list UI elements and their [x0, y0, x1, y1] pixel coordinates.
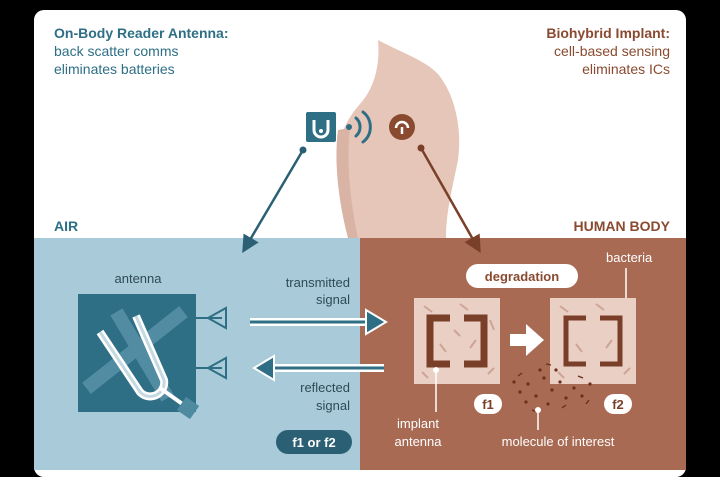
air-label: AIR — [54, 218, 78, 234]
molecule-pointer-dot — [535, 407, 541, 413]
transmitted-signal-arrow — [250, 308, 388, 336]
implant-line-1: cell-based sensing — [554, 43, 670, 59]
reader-line-1: back scatter comms — [54, 43, 178, 59]
reader-title: On-Body Reader Antenna: — [54, 25, 229, 41]
implant-title: Biohybrid Implant: — [546, 25, 670, 41]
molecule-particles — [512, 368, 592, 406]
degradation-arrow — [510, 324, 544, 356]
reader-line-2: eliminates batteries — [54, 61, 175, 77]
reader-antenna-graphic — [78, 294, 227, 420]
f2-label: f2 — [612, 397, 624, 412]
reader-antenna-icon — [306, 112, 336, 142]
degradation-label: degradation — [485, 269, 559, 284]
arm-silhouette — [336, 128, 358, 238]
implant-label-1: implant — [397, 416, 439, 431]
reader-pointer-arrow — [242, 149, 305, 254]
molecule-label: molecule of interest — [502, 434, 615, 449]
f1-badge — [474, 394, 502, 414]
molecule-fragments — [517, 363, 590, 413]
f2-badge — [604, 394, 632, 414]
bacteria-label: bacteria — [606, 250, 653, 265]
reflected-signal-arrow — [252, 354, 384, 382]
implant-pointer-arrow — [419, 147, 481, 254]
wireless-signal-icon — [346, 110, 372, 144]
f1-label: f1 — [482, 397, 494, 412]
frequency-badge — [276, 430, 352, 454]
reflected-label-1: reflected — [300, 380, 350, 395]
implant-antenna-f1 — [414, 298, 500, 384]
frequency-badge-label: f1 or f2 — [292, 435, 335, 450]
human-body-label: HUMAN BODY — [574, 218, 671, 234]
implant-line-2: eliminates ICs — [582, 61, 670, 77]
reflected-label-2: signal — [316, 398, 350, 413]
implant-label-2: antenna — [395, 434, 443, 449]
implant-antenna-f2 — [550, 298, 636, 384]
transmitted-label-2: signal — [316, 292, 350, 307]
degradation-badge — [466, 264, 578, 288]
transmitted-label-1: transmitted — [286, 275, 350, 290]
antenna-label: antenna — [115, 271, 163, 286]
implant-icon — [389, 114, 415, 140]
implant-antenna-pointer-dot — [433, 367, 439, 373]
